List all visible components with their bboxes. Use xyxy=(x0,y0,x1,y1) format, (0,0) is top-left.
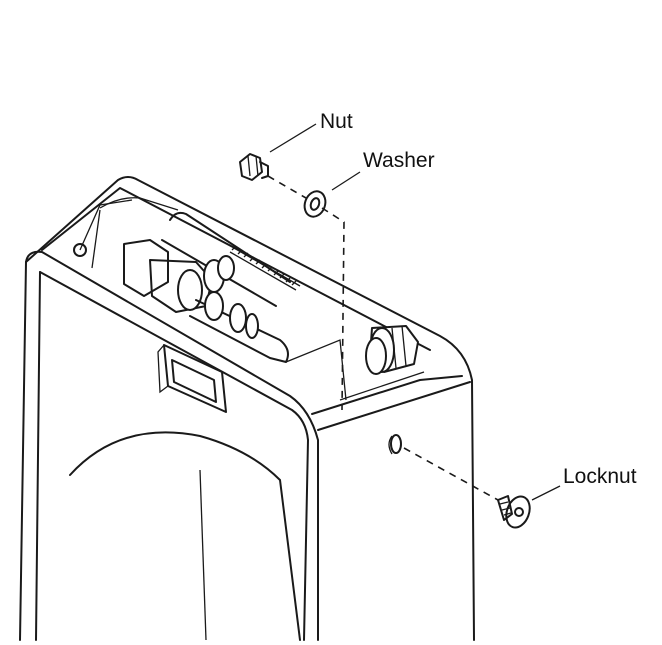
label-washer: Washer xyxy=(363,149,435,172)
refill-fitting xyxy=(365,325,419,375)
nut-part xyxy=(239,153,269,181)
leader-lines xyxy=(269,123,561,501)
toilet-tank xyxy=(19,176,475,641)
label-locknut: Locknut xyxy=(563,465,637,488)
fill-valve-assembly xyxy=(73,197,301,363)
locknut-part xyxy=(497,495,531,529)
assembly-paths xyxy=(267,175,499,501)
label-nut: Nut xyxy=(320,110,353,133)
washer-part xyxy=(303,190,327,218)
